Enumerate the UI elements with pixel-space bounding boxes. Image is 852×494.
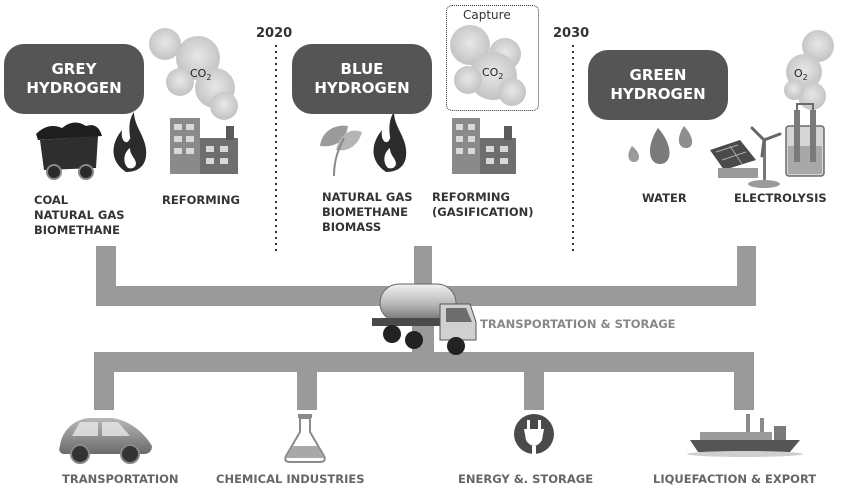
co2-label-grey: CO2 [190,67,212,83]
blue-process-label: REFORMING (GASIFICATION) [432,190,534,219]
capture-box [446,5,539,111]
transport-storage-label: TRANSPORTATION & STORAGE [480,317,676,331]
co2-cloud-icon [450,25,526,106]
factory-icon [452,118,516,174]
factory-icon [170,118,238,174]
solar-panel-icon [710,140,758,178]
year-2020: 2020 [256,26,293,41]
o2-label-green: O2 [794,67,808,83]
end-use-energy-storage: ENERGY &. STORAGE [458,472,594,486]
leaf-icon [320,125,362,177]
water-drops-icon [628,126,693,164]
co2-label-blue: CO2 [482,66,504,82]
wind-turbine-icon [748,126,782,188]
year-2030: 2030 [553,26,590,41]
grey-process-label: REFORMING [162,193,240,207]
green-process-label: ELECTROLYSIS [734,191,827,205]
blue-sources-label: NATURAL GAS BIOMETHANE BIOMASS [322,190,413,234]
tanker-truck-icon [372,283,477,355]
coal-cart-icon [36,122,102,180]
electrolyzer-icon [785,103,825,177]
plug-icon [514,414,554,454]
capture-label: Capture [463,8,511,22]
car-icon [59,418,152,464]
o2-cloud-icon [784,30,834,110]
pipe-network-lower [94,352,754,410]
flask-icon [284,414,326,463]
end-use-liquefaction-export: LIQUEFACTION & EXPORT [653,472,817,486]
co2-cloud-icon [149,28,238,120]
ship-icon [687,414,803,457]
green-sources-label: WATER [642,191,687,205]
flame-icon [373,112,407,172]
end-use-transportation: TRANSPORTATION [62,472,179,486]
grey-sources-label: COAL NATURAL GAS BIOMETHANE [34,193,125,237]
flame-icon [113,112,147,172]
end-use-chemical-industries: CHEMICAL INDUSTRIES [216,472,365,486]
